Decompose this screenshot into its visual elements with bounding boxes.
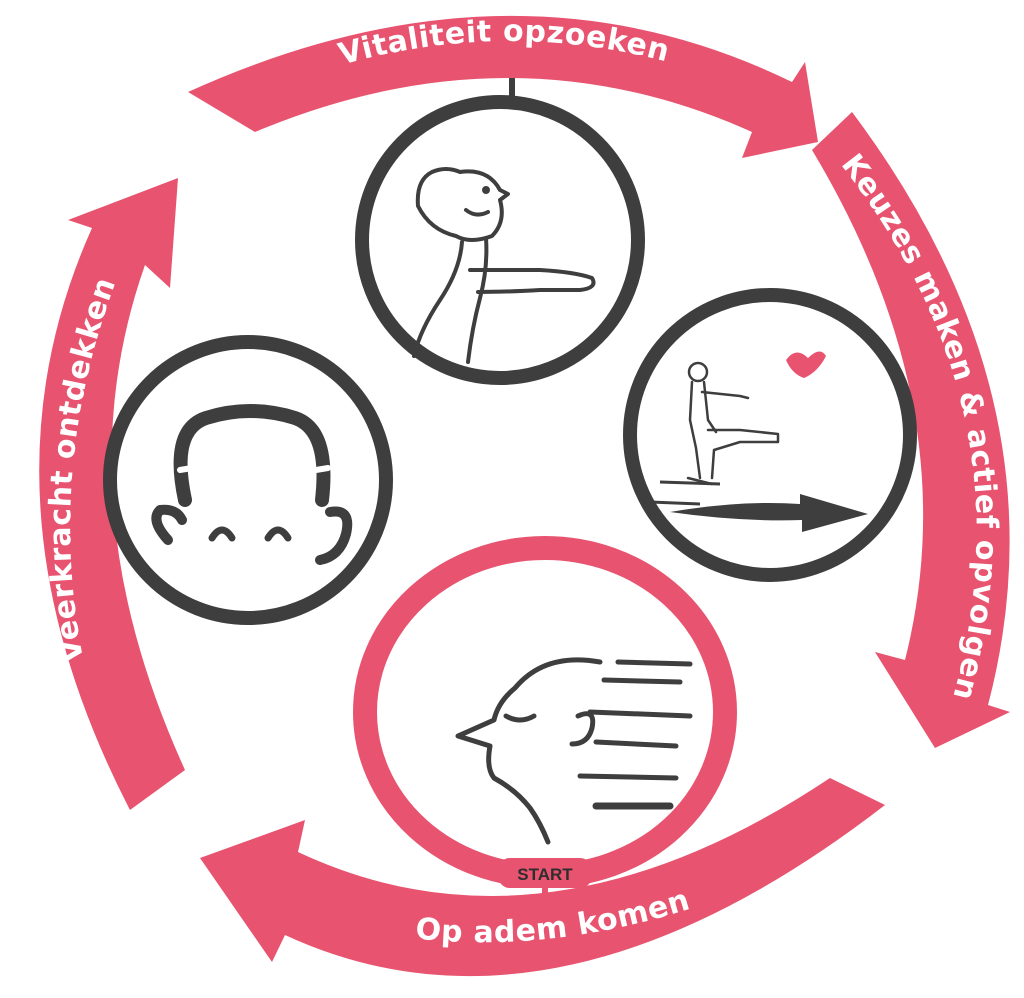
person-stretching-icon [412, 167, 596, 364]
circle-vitaliteit [355, 95, 645, 385]
circle-top-ring [355, 95, 645, 385]
arrow-right-shape [812, 112, 1010, 748]
person-walking-forward-icon [686, 361, 780, 486]
arrow-bottom-shape [200, 778, 885, 977]
start-badge: START [498, 858, 592, 888]
circle-op-adem: START [353, 536, 737, 888]
circle-left-ring [103, 335, 393, 625]
start-badge-bg [498, 858, 592, 888]
forward-arrow-icon [649, 480, 868, 532]
arrow-top-shape [188, 15, 818, 158]
arrow-op-adem-komen: Op adem komen [200, 778, 885, 977]
circle-right-ring [623, 288, 917, 582]
breathing-face-icon [455, 657, 693, 845]
arrow-vitaliteit-opzoeken: Vitaliteit opzoeken [188, 14, 818, 158]
smiling-face-icon [151, 404, 353, 565]
circle-bottom-ring [353, 536, 737, 888]
circle-veerkracht [103, 335, 393, 625]
start-label: START [517, 865, 573, 884]
circle-keuzes [623, 288, 917, 582]
bird-icon [786, 351, 826, 378]
